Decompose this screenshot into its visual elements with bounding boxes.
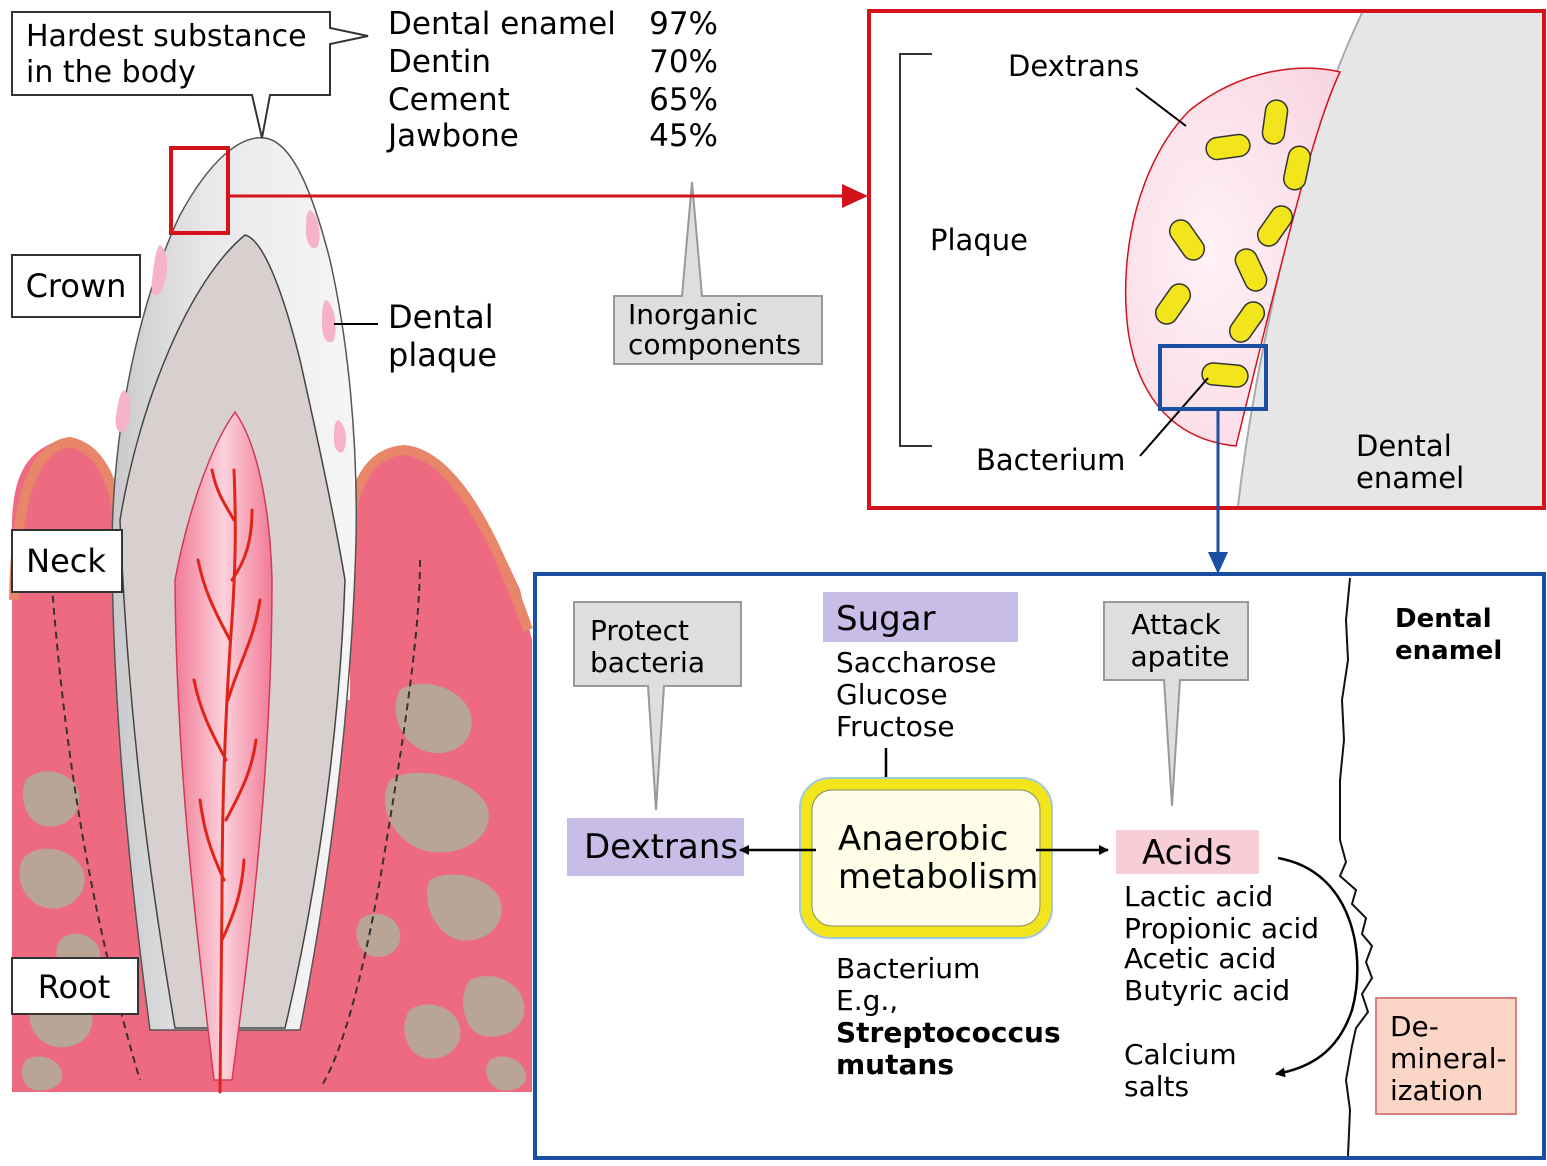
metabolism-panel-blue: Dental enamel Protect bacteria Attack ap… bbox=[535, 574, 1544, 1158]
inorganic-line-1: Inorganic bbox=[628, 298, 758, 331]
dextrans-label: Dextrans bbox=[584, 827, 738, 867]
hardness-name-2: Cement bbox=[388, 82, 510, 118]
label-neck-text: Neck bbox=[26, 542, 106, 580]
inorganic-callout: Inorganic components bbox=[614, 182, 822, 364]
anaerobic-line-2: metabolism bbox=[838, 857, 1038, 897]
hardness-name-0: Dental enamel bbox=[388, 6, 616, 42]
red-connector-arrow bbox=[228, 184, 868, 208]
dental-plaque-line-1: Dental bbox=[388, 298, 494, 336]
hardness-name-3: Jawbone bbox=[386, 118, 519, 154]
label-root: Root bbox=[12, 958, 138, 1014]
inorganic-line-2: components bbox=[628, 328, 801, 361]
protect-line-2: bacteria bbox=[590, 646, 705, 679]
zoom-plaque: Plaque bbox=[930, 223, 1028, 257]
label-crown: Crown bbox=[12, 255, 140, 317]
anaerobic-metabolism-box: Anaerobic metabolism bbox=[800, 778, 1052, 938]
panel-enamel-line-2: enamel bbox=[1395, 636, 1502, 666]
zoom-enamel-line-1: Dental bbox=[1356, 429, 1452, 463]
calcium-line-1: Calcium bbox=[1124, 1038, 1237, 1071]
label-neck: Neck bbox=[12, 530, 122, 592]
sugar-item-2: Fructose bbox=[836, 710, 955, 743]
attack-line-2: apatite bbox=[1130, 640, 1229, 673]
hardness-value-3: 45% bbox=[649, 118, 718, 154]
acid-item-1: Propionic acid bbox=[1124, 912, 1319, 945]
anaerobic-line-1: Anaerobic bbox=[838, 819, 1008, 859]
hardness-name-1: Dentin bbox=[388, 44, 491, 80]
zoom-panel-red: Dextrans Plaque Bacterium Dental enamel bbox=[869, 11, 1544, 508]
hardest-line-1: Hardest substance bbox=[26, 19, 307, 54]
hardest-line-2: in the body bbox=[26, 55, 196, 90]
hardest-callout: Hardest substance in the body bbox=[12, 12, 368, 138]
label-root-text: Root bbox=[38, 968, 111, 1006]
panel-enamel-line-1: Dental bbox=[1395, 604, 1492, 634]
hardness-table: Dental enamel Dentin Cement Jawbone 97% … bbox=[386, 6, 718, 154]
hardness-value-0: 97% bbox=[649, 6, 718, 42]
hardness-value-2: 65% bbox=[649, 82, 718, 118]
calcium-line-2: salts bbox=[1124, 1070, 1189, 1103]
demin-line-1: De- bbox=[1390, 1010, 1439, 1043]
sugar-label: Sugar bbox=[836, 599, 936, 639]
zoom-enamel-line-2: enamel bbox=[1356, 461, 1464, 495]
bacterium-line-3: Streptococcus bbox=[836, 1016, 1061, 1049]
label-crown-text: Crown bbox=[26, 267, 127, 305]
acid-item-3: Butyric acid bbox=[1124, 974, 1290, 1007]
demin-line-2: mineral- bbox=[1390, 1042, 1507, 1075]
protect-line-1: Protect bbox=[590, 614, 689, 647]
bacterium-line-2: E.g., bbox=[836, 984, 898, 1017]
sugar-item-0: Saccharose bbox=[836, 646, 996, 679]
acids-label: Acids bbox=[1142, 833, 1232, 873]
bacterium-line-4: mutans bbox=[836, 1048, 954, 1081]
sugar-item-1: Glucose bbox=[836, 678, 948, 711]
zoom-dextrans: Dextrans bbox=[1008, 49, 1139, 83]
acid-item-0: Lactic acid bbox=[1124, 880, 1273, 913]
acid-item-2: Acetic acid bbox=[1124, 942, 1276, 975]
bacterium-line-1: Bacterium bbox=[836, 952, 980, 985]
demin-line-3: ization bbox=[1390, 1074, 1483, 1107]
dental-plaque-line-2: plaque bbox=[388, 336, 497, 374]
attack-line-1: Attack bbox=[1131, 608, 1221, 641]
hardness-value-1: 70% bbox=[649, 44, 718, 80]
label-dental-plaque: Dental plaque bbox=[388, 298, 497, 374]
zoom-bacterium: Bacterium bbox=[976, 443, 1125, 477]
